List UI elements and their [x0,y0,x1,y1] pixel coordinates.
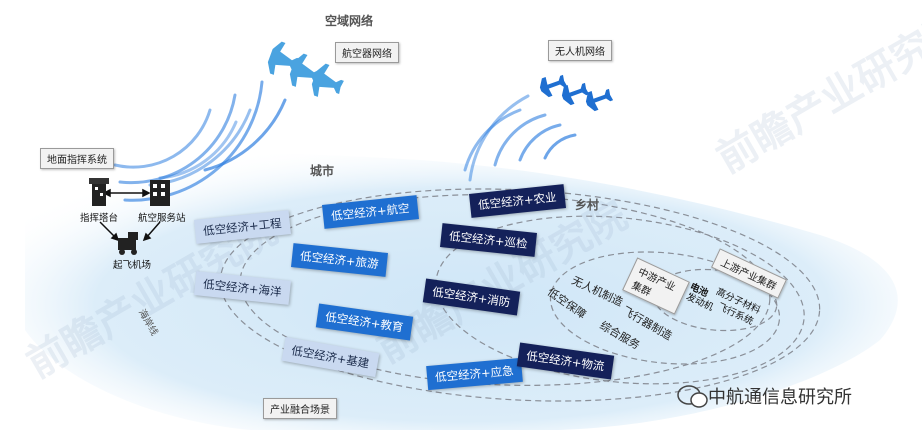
drone-plane-icon [539,74,614,112]
ground-command-callout: 地面指挥系统 [40,148,114,169]
drone-network-callout: 无人机网络 [548,40,612,61]
city-label: 城市 [310,164,335,178]
drone-signal-arcs [463,94,577,182]
fusion-scene-callout: 产业融合场景 [263,398,337,419]
command-arrows [99,188,161,242]
airspace-network-title: 空域网络 [325,14,374,28]
truck-icon [118,232,138,255]
building-icon [150,180,170,206]
wechat-icon [677,385,708,408]
tower-icon [89,178,109,206]
airplane-icon [267,41,344,97]
takeoff-airport-label: 起飞机场 [113,260,152,271]
aircraft-network-callout: 航空器网络 [335,42,399,63]
command-tower-label: 指挥塔台 [80,213,119,224]
village-label: 乡村 [575,198,600,212]
aviation-station-label: 航空服务站 [138,213,186,224]
source-watermark: 中航通信息研究所 [708,387,852,408]
